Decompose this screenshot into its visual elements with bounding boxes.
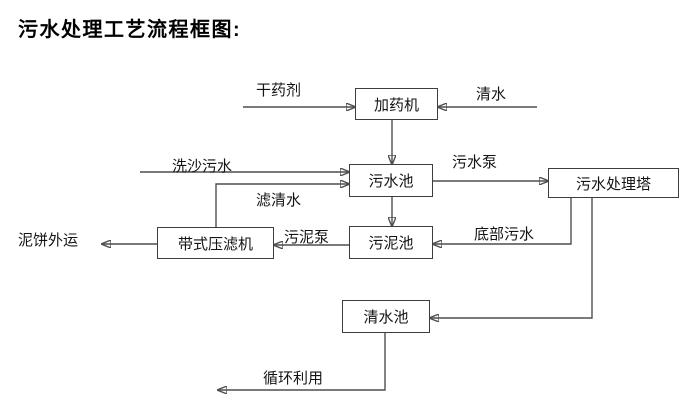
flow-label-recycling: 循环利用 [263,370,324,387]
flow-label-sand-washing-sewage: 洗沙污水 [172,158,233,175]
flow-label-clean-water: 清水 [476,86,507,103]
node-clean-water-pool: 清水池 [342,300,430,333]
node-sludge-pool: 污泥池 [349,226,433,259]
flow-label-dry-agent: 干药剂 [256,82,302,99]
node-sewage-pool: 污水池 [349,164,433,197]
flow-label-sewage-pump: 污水泵 [452,154,498,171]
edge-clean-water-pool-to-recycling [218,333,386,390]
page-title: 污水处理工艺流程框图: [18,19,242,41]
node-dosing-machine: 加药机 [355,88,438,120]
node-belt-filter-press: 带式压滤机 [157,227,274,259]
flow-label-sludge-pump: 污泥泵 [284,229,330,246]
edge-treatment-tower-to-sludge-pool [433,198,572,244]
flow-label-filtered-water: 滤清水 [256,192,302,209]
flow-label-bottom-sewage: 底部污水 [474,226,535,243]
edge-belt-filter-press-to-sewage-pool [215,184,349,227]
node-treatment-tower: 污水处理塔 [548,168,679,198]
edge-treatment-tower-to-clean-water-pool [430,198,593,318]
flow-label-mud-cake-outbound: 泥饼外运 [18,232,79,249]
